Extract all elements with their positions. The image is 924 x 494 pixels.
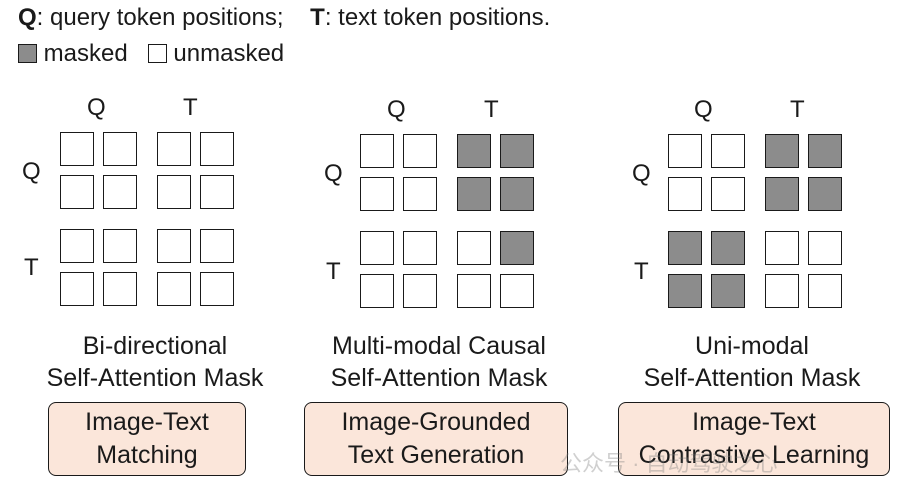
legend-q-letter: Q <box>18 4 37 31</box>
legend-t-letter: T <box>310 4 325 31</box>
col-label-q: Q <box>387 96 406 123</box>
col-label-t: T <box>790 96 805 123</box>
unmasked-cell <box>157 272 191 306</box>
unmasked-cell <box>403 274 437 308</box>
unmasked-cell <box>360 134 394 168</box>
masked-cell <box>500 231 534 265</box>
row-label-t: T <box>24 254 39 281</box>
mask-title-line1: Multi-modal Causal <box>332 332 546 360</box>
mask-title-line2: Self-Attention Mask <box>46 364 264 392</box>
masked-cell <box>668 231 702 265</box>
mask-title-line2: Self-Attention Mask <box>643 364 861 392</box>
mask-title-line1: Uni-modal <box>695 332 809 360</box>
row-label-t: T <box>634 258 649 285</box>
task-line2: Contrastive Learning <box>638 441 870 469</box>
masked-cell <box>668 274 702 308</box>
unmasked-cell <box>103 229 137 263</box>
masked-cell <box>765 134 799 168</box>
task-line2: Matching <box>96 441 198 469</box>
task-box-contrastive-learning: Image-Text Contrastive Learning <box>618 402 890 476</box>
unmasked-cell <box>200 132 234 166</box>
task-line2: Text Generation <box>347 441 525 469</box>
unmasked-cell <box>765 274 799 308</box>
col-label-t: T <box>484 96 499 123</box>
unmasked-cell <box>200 272 234 306</box>
unmasked-cell <box>103 175 137 209</box>
unmasked-cell <box>457 231 491 265</box>
row-label-q: Q <box>22 158 41 185</box>
unmasked-cell <box>60 229 94 263</box>
task-box-image-text-matching: Image-Text Matching <box>48 402 246 476</box>
unmasked-cell <box>711 134 745 168</box>
row-label-q: Q <box>324 160 343 187</box>
task-line1: Image-Grounded <box>341 408 531 436</box>
masked-cell <box>500 134 534 168</box>
unmasked-cell <box>157 132 191 166</box>
unmasked-cell <box>711 177 745 211</box>
unmasked-cell <box>360 274 394 308</box>
unmasked-cell <box>103 272 137 306</box>
unmasked-cell <box>60 272 94 306</box>
unmasked-cell <box>403 177 437 211</box>
unmasked-cell <box>668 177 702 211</box>
unmasked-cell <box>157 175 191 209</box>
unmasked-cell <box>403 231 437 265</box>
unmasked-cell <box>457 274 491 308</box>
masked-cell <box>711 231 745 265</box>
mask-title-line2: Self-Attention Mask <box>330 364 548 392</box>
row-label-t: T <box>326 258 341 285</box>
legend-t-desc: : text token positions. <box>324 4 551 31</box>
unmasked-cell <box>668 134 702 168</box>
col-label-q: Q <box>694 96 713 123</box>
mask-title-line1: Bi-directional <box>82 332 228 360</box>
legend-masked-label: masked <box>43 40 128 67</box>
unmasked-cell <box>500 274 534 308</box>
masked-cell <box>500 177 534 211</box>
mask-panel-multimodal-causal: Q T Q T Multi-modal Causal Self-Attentio… <box>294 88 594 488</box>
col-label-q: Q <box>87 94 106 121</box>
mask-panel-bidirectional: Q T Q T Bi-directional Self-Attention Ma… <box>0 88 300 488</box>
unmasked-cell <box>808 231 842 265</box>
unmasked-cell <box>403 134 437 168</box>
masked-cell <box>808 134 842 168</box>
masked-swatch-icon <box>18 44 37 63</box>
legend-unmasked-label: unmasked <box>173 40 285 67</box>
unmasked-cell <box>157 229 191 263</box>
unmasked-cell <box>360 177 394 211</box>
unmasked-swatch-icon <box>147 44 167 63</box>
unmasked-cell <box>360 231 394 265</box>
unmasked-cell <box>200 229 234 263</box>
masked-cell <box>457 177 491 211</box>
unmasked-cell <box>60 132 94 166</box>
row-label-q: Q <box>632 160 651 187</box>
unmasked-cell <box>765 231 799 265</box>
unmasked-cell <box>200 175 234 209</box>
task-box-image-grounded-text-generation: Image-Grounded Text Generation <box>304 402 568 476</box>
unmasked-cell <box>808 274 842 308</box>
mask-panel-unimodal: Q T Q T Uni-modal Self-Attention Mask Im… <box>604 88 904 488</box>
legend-q-desc: : query token positions; <box>36 4 284 31</box>
masked-cell <box>808 177 842 211</box>
task-line1: Image-Text <box>692 408 816 436</box>
masked-cell <box>765 177 799 211</box>
task-line1: Image-Text <box>85 408 209 436</box>
legend-definitions: Q: query token positions; T: text token … <box>18 4 550 32</box>
masked-cell <box>457 134 491 168</box>
masked-cell <box>711 274 745 308</box>
unmasked-cell <box>103 132 137 166</box>
legend-mask-key: masked unmasked <box>18 40 284 68</box>
unmasked-cell <box>60 175 94 209</box>
col-label-t: T <box>183 94 198 121</box>
